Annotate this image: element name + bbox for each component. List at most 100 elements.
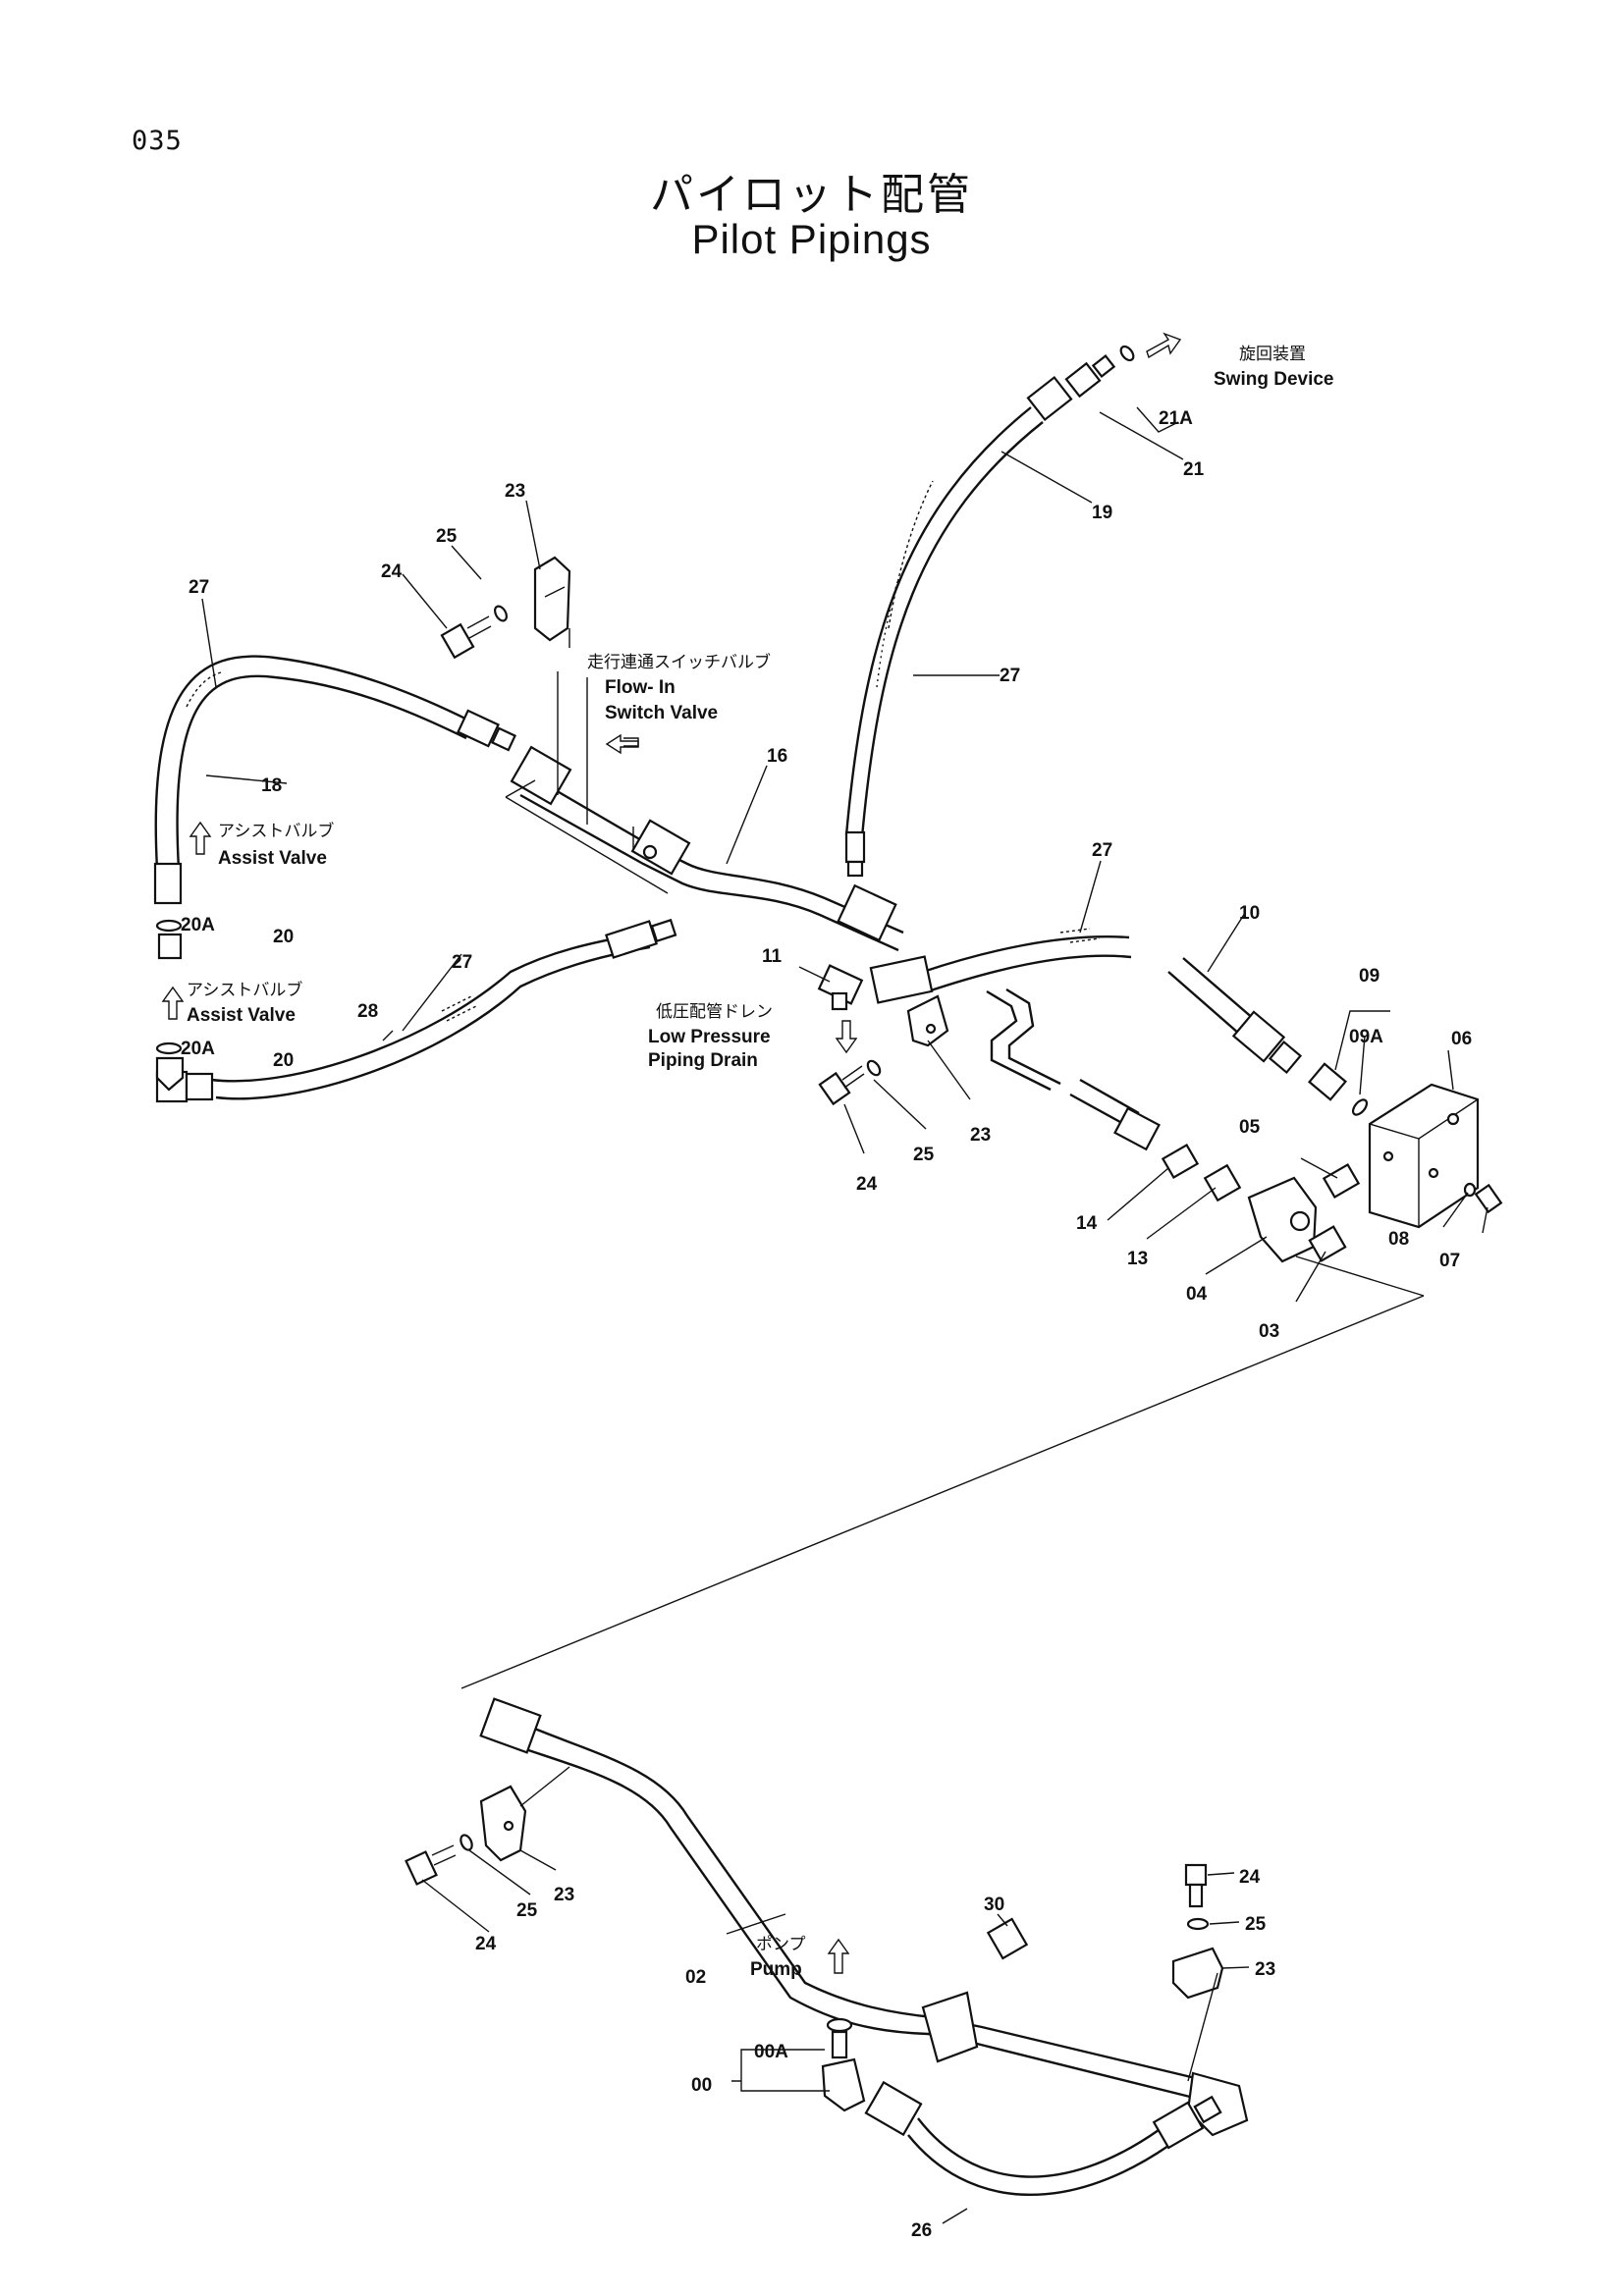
clamp-23d [1171,1947,1224,2000]
tee-04 [1247,1176,1318,1263]
fitting-05 [1322,1162,1361,1200]
label-14: 14 [1076,1213,1098,1234]
pipe-02 [479,1697,1249,2137]
label-24c: 24 [1239,1867,1261,1888]
label-23d: 23 [554,1885,574,1905]
label-07: 07 [1439,1251,1460,1271]
hose-28 [155,918,677,1103]
label-24a: 24 [381,561,403,582]
washer-25a [494,605,508,622]
fitting-03 [1308,1225,1347,1262]
label-25c: 25 [1245,1914,1267,1935]
label-00a: 00A [754,2042,788,2062]
caption-assist2-en: Assist Valve [187,1005,296,1026]
fitting-09 [1308,1062,1369,1116]
swing-arrow [1146,332,1182,359]
hose-18 [153,655,516,905]
bolt-24a [440,615,492,660]
bolt-24c [405,1844,457,1886]
fitting-20-lower [155,1041,185,1092]
label-26: 26 [911,2220,932,2241]
label-24b: 24 [856,1174,878,1195]
pipe-drain [986,988,1161,1151]
page-title-english: Pilot Pipings [691,216,932,262]
hose-19 [844,406,1044,878]
clamp-23b [906,994,949,1047]
label-20a-upper: 20A [181,915,215,935]
label-23c: 23 [1255,1959,1275,1980]
washer-25b [866,1059,882,1077]
label-27d: 27 [1092,840,1112,861]
hose-27-center [869,928,1132,1004]
label-25a: 25 [436,526,458,547]
fitting-20-upper [155,919,183,960]
caption-pump-ja: ポンプ [756,1935,806,1954]
caption-swing-ja: 旋回装置 [1239,345,1306,364]
leader-lines [201,406,1488,2224]
label-13: 13 [1127,1249,1148,1269]
caption-drain-ja: 低圧配管ドレン [656,1002,773,1022]
elbow-00 [821,2017,866,2112]
caption-drain-en2: Piping Drain [648,1050,758,1071]
label-27b: 27 [189,577,209,598]
label-20a-lower: 20A [181,1039,215,1059]
label-30: 30 [984,1895,1004,1915]
label-23a: 23 [505,481,525,502]
caption-flowin-en1: Flow- In [605,677,676,698]
page-number: 035 [132,126,183,156]
label-25b: 25 [913,1145,935,1165]
label-04: 04 [1186,1284,1208,1305]
plug-30 [986,1917,1029,1960]
label-27a: 27 [1000,666,1020,686]
label-16: 16 [767,746,787,767]
caption-drain-en1: Low Pressure [648,1027,771,1047]
label-03: 03 [1259,1321,1279,1342]
caption-flowin-en2: Switch Valve [605,703,718,723]
connector-lines [460,1255,1425,1689]
bolt-24b [818,1065,865,1106]
label-02: 02 [685,1967,706,1988]
label-27c: 27 [452,952,472,973]
label-05: 05 [1239,1117,1261,1138]
label-10: 10 [1239,903,1260,924]
label-08: 08 [1388,1229,1409,1250]
caption-swing-en: Swing Device [1214,369,1334,390]
label-20-upper: 20 [273,927,294,947]
label-11: 11 [762,946,783,967]
fitting-14 [1161,1143,1200,1180]
block-06 [1368,1083,1480,1229]
elbow-11 [817,964,864,1011]
label-09a: 09A [1349,1027,1383,1047]
washer-25d [1186,1917,1210,1931]
pipe-16 [510,745,904,952]
bolt-07 [1463,1182,1503,1214]
caption-assist1-ja: アシストバルブ [218,821,334,841]
label-06: 06 [1451,1029,1472,1049]
caption-flowin-ja: 走行連通スイッチバルブ [587,652,771,672]
label-18: 18 [261,775,282,796]
caption-pump-en: Pump [750,1959,802,1980]
label-25d: 25 [516,1900,538,1921]
arrows [161,733,858,1974]
fitting-13 [1203,1163,1242,1202]
page-title-japanese: パイロット配管 [650,170,973,220]
clamp-23c [479,1785,527,1862]
label-24d: 24 [475,1934,497,1954]
label-19: 19 [1092,503,1112,523]
caption-assist2-ja: アシストバルブ [187,980,302,1000]
label-20-lower: 20 [273,1050,294,1071]
bolt-24d [1184,1863,1208,1908]
washer-25c [460,1834,473,1851]
caption-assist1-en: Assist Valve [218,848,327,869]
label-09: 09 [1359,966,1380,987]
label-00: 00 [691,2075,712,2096]
hose-10 [1167,957,1303,1075]
fitting-21 [1026,345,1135,422]
hose-26 [864,2080,1222,2196]
label-28: 28 [357,1001,378,1022]
label-21a: 21A [1159,408,1193,429]
label-21: 21 [1183,459,1205,480]
label-23b: 23 [970,1125,991,1146]
clamp-23a [533,556,571,642]
